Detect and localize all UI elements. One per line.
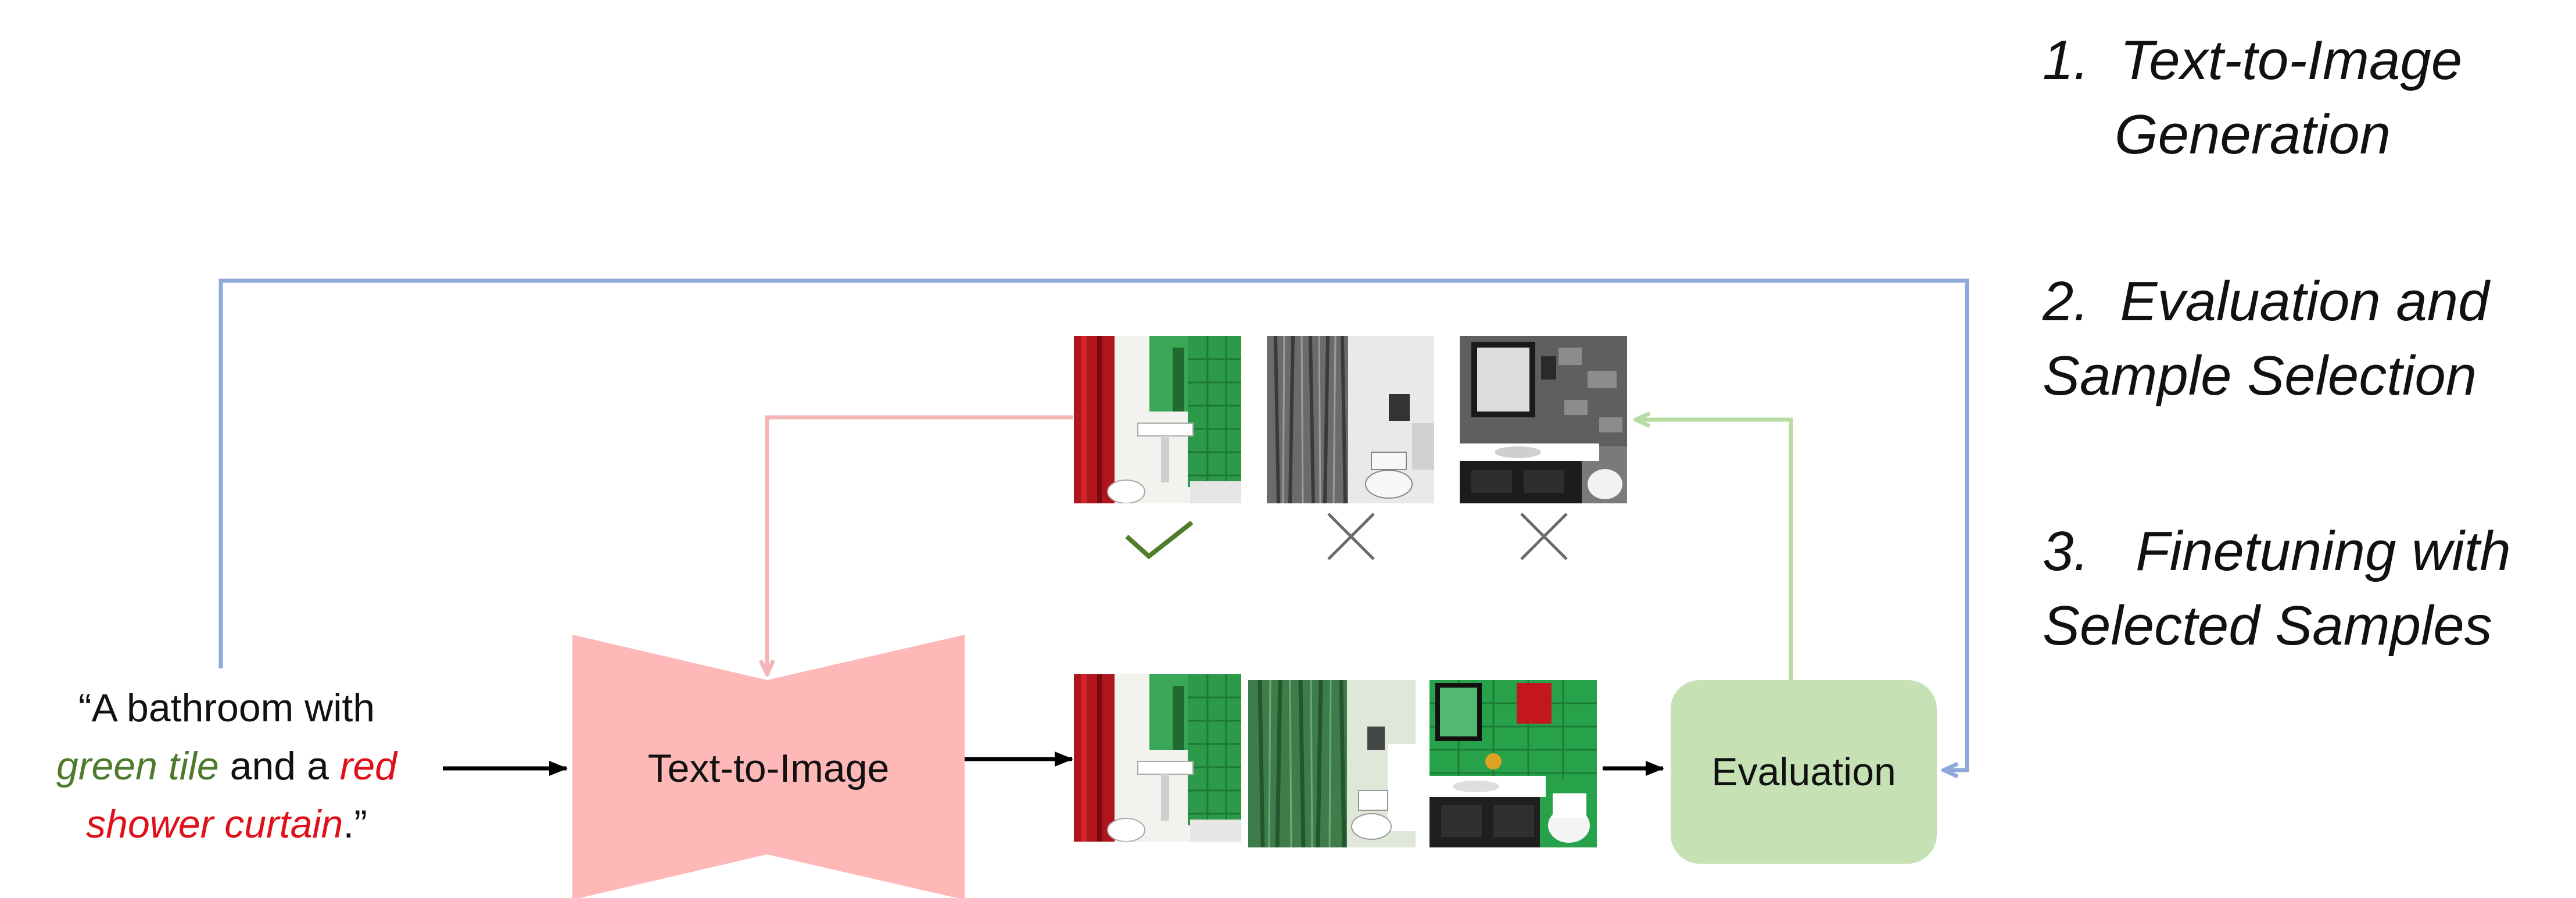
step-3-number: 3. bbox=[2043, 520, 2090, 582]
selection-arrow bbox=[767, 415, 1073, 674]
step-2: 2. Evaluation and Sample Selection bbox=[2043, 264, 2489, 413]
cross-icon bbox=[1519, 511, 1569, 561]
prompt-line-1: “A bathroom with bbox=[78, 686, 375, 730]
evaluation-box: Evaluation bbox=[1671, 680, 1937, 864]
step-3-line-2: Selected Samples bbox=[2043, 595, 2492, 657]
model-label: Text-to-Image bbox=[647, 746, 890, 790]
feedback-arrow bbox=[1636, 420, 1793, 680]
step-3-line-1: Finetuning with bbox=[2136, 520, 2511, 582]
step-1-line-1: Text-to-Image bbox=[2120, 29, 2463, 91]
step-3: 3. Finetuning with Selected Samples bbox=[2043, 514, 2511, 663]
prompt-middle: and a bbox=[218, 744, 340, 788]
prompt-red-word: red bbox=[339, 744, 397, 788]
step-2-line-2: Sample Selection bbox=[2043, 345, 2477, 407]
check-icon bbox=[1124, 520, 1194, 561]
generated-image-3 bbox=[1429, 680, 1597, 847]
input-prompt: “A bathroom with green tile and a red sh… bbox=[0, 679, 453, 853]
prompt-red-phrase: shower curtain bbox=[86, 802, 343, 846]
prompt-green-phrase: green tile bbox=[56, 744, 219, 788]
step-2-number: 2. bbox=[2043, 270, 2090, 332]
step-2-line-1: Evaluation and bbox=[2120, 270, 2489, 332]
generated-image-2 bbox=[1248, 680, 1416, 847]
evaluation-label: Evaluation bbox=[1711, 750, 1896, 794]
cross-icon bbox=[1326, 511, 1376, 561]
step-1: 1. Text-to-Image Generation bbox=[2043, 23, 2462, 172]
prompt-close: .” bbox=[343, 802, 367, 846]
selected-sample-image bbox=[1074, 336, 1241, 503]
rejected-sample-image-2 bbox=[1460, 336, 1627, 503]
generated-image-1 bbox=[1074, 674, 1241, 842]
step-1-number: 1. bbox=[2043, 29, 2090, 91]
finetune-loop-arrow bbox=[218, 278, 1969, 770]
rejected-sample-image-1 bbox=[1267, 336, 1434, 503]
step-1-line-2: Generation bbox=[2115, 103, 2391, 166]
text-to-image-model-shape bbox=[572, 635, 965, 898]
